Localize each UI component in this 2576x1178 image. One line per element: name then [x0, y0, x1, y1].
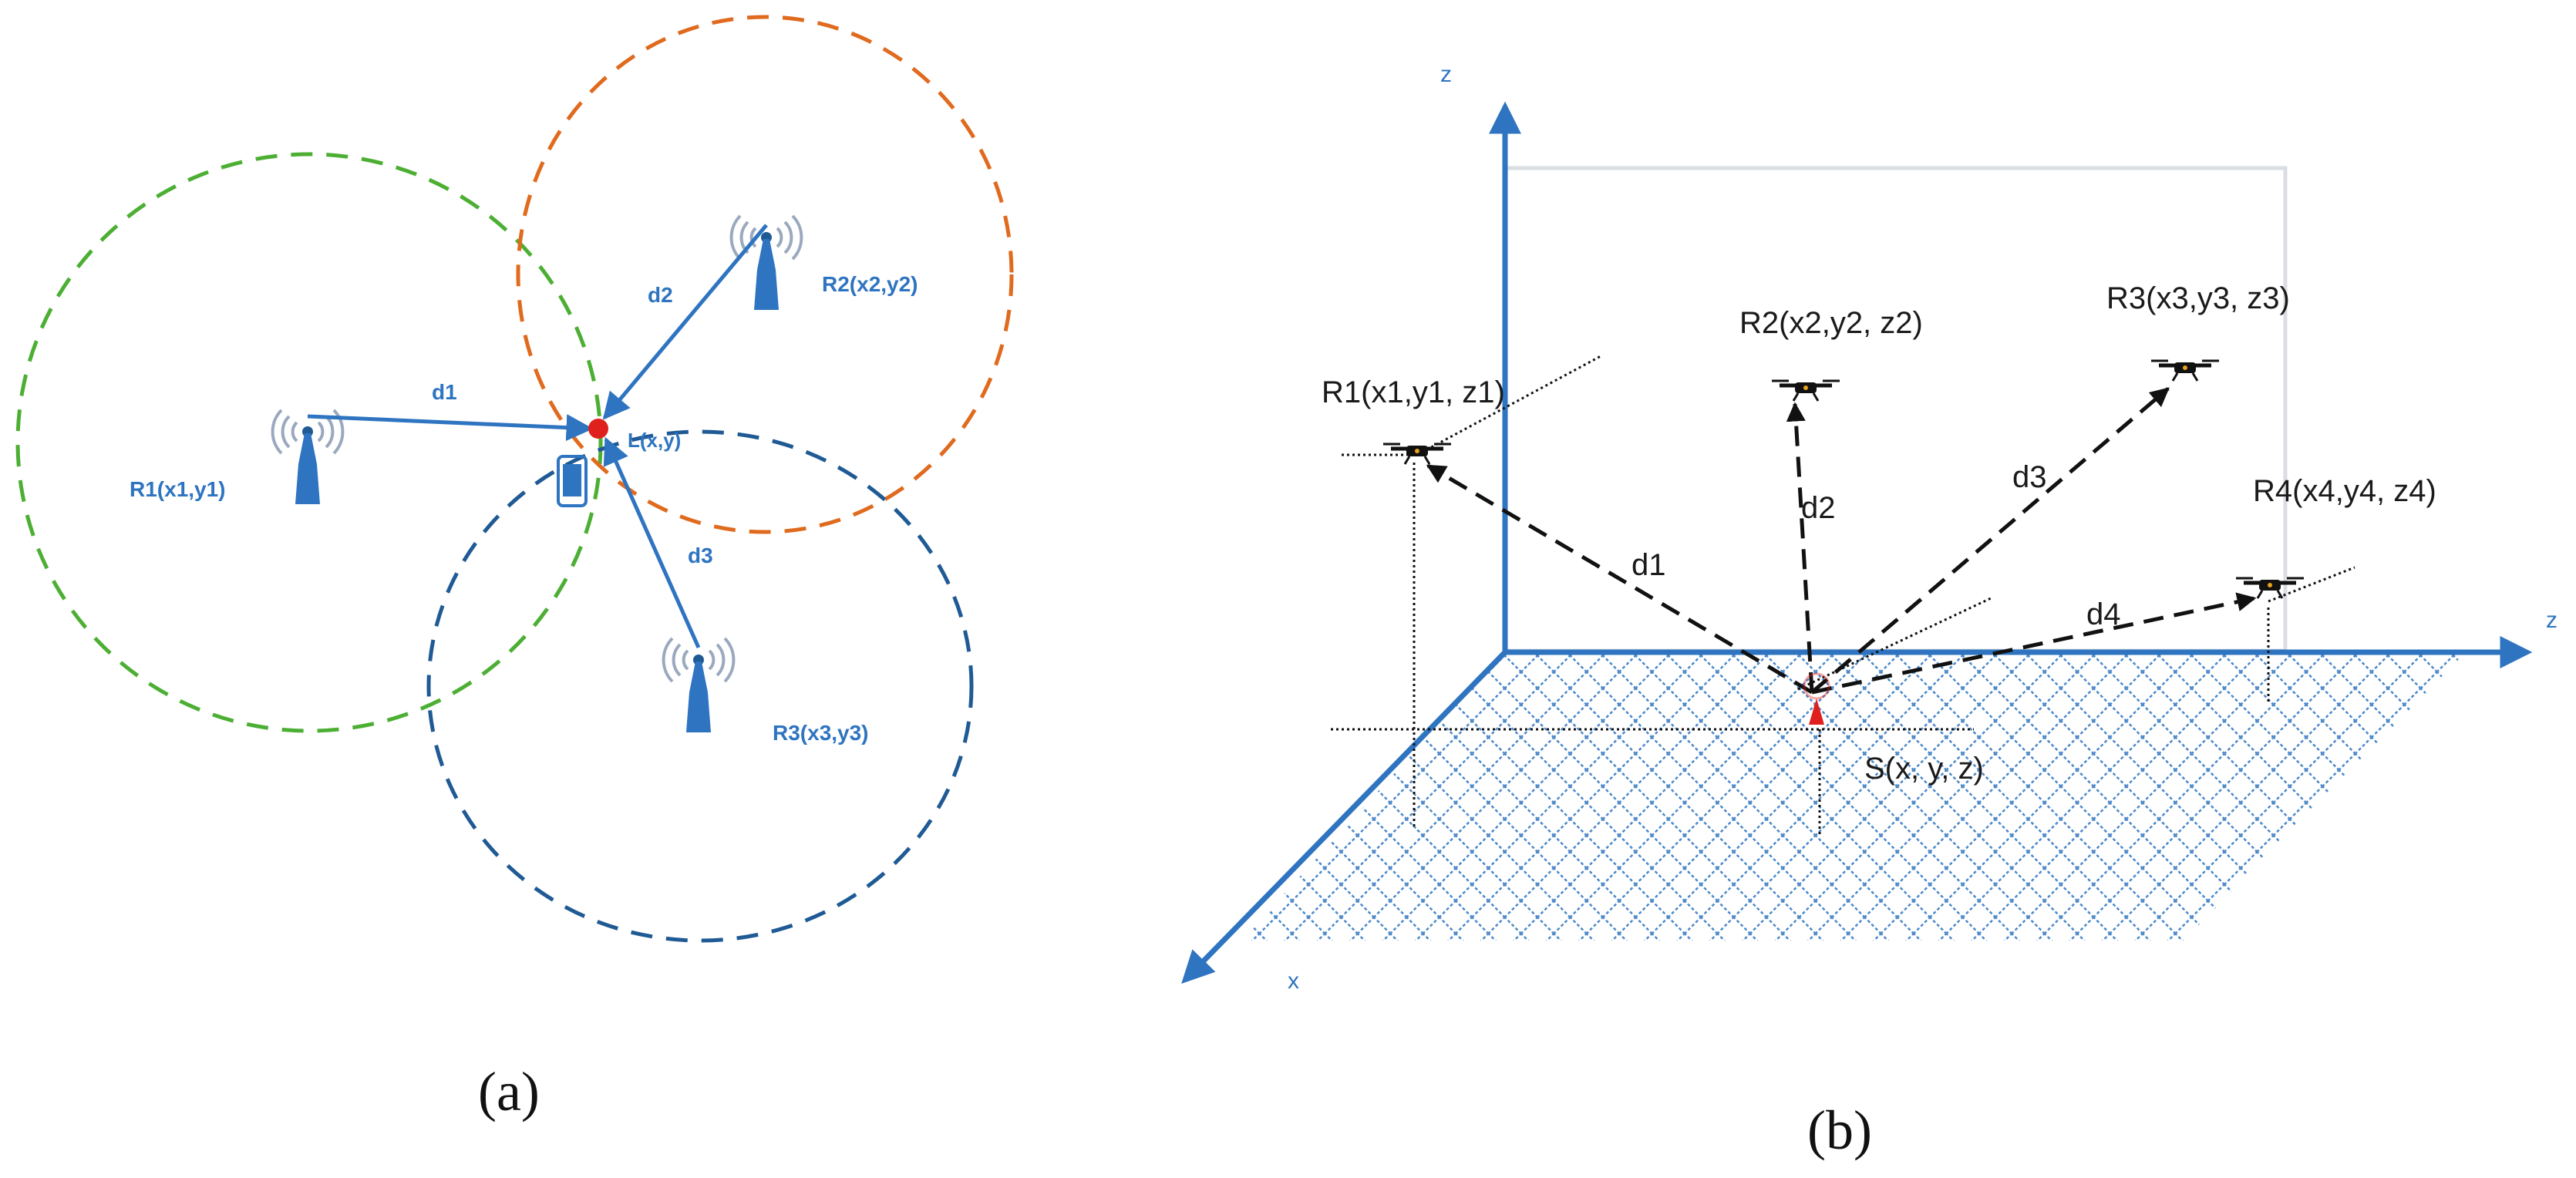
d2-label: d2: [1801, 491, 1836, 525]
d3-label: d3: [688, 544, 713, 567]
source-label: S(x, y, z): [1864, 752, 1984, 786]
r2-label: R2(x2,y2, z2): [1739, 306, 1923, 340]
r4-label: R4(x4,y4, z4): [2253, 474, 2436, 508]
coverage-circle-r2: [516, 15, 1014, 534]
panel-b: z z x R1(x: [1181, 62, 2557, 1161]
drone-r1-icon: [1383, 444, 1451, 464]
caption-a: (a): [478, 1061, 540, 1122]
d4-label: d4: [2086, 597, 2121, 631]
tower-r1-icon: [273, 410, 343, 504]
coverage-circle-r1: [15, 152, 603, 733]
d2-label: d2: [648, 283, 673, 307]
r1-label: R1(x1,y1): [130, 477, 226, 501]
r3-label: R3(x3,y3): [773, 721, 869, 745]
distance-arrow-d2: [602, 224, 768, 420]
floor-mesh: [1241, 652, 2466, 941]
axis-z-horizontal-label: z: [2546, 608, 2557, 633]
caption-b: (b): [1807, 1099, 1872, 1161]
panel-a: d1 d2 d3 L(x,y) R1(x1,y1) R2(x2,y2) R3(x…: [15, 15, 1014, 1122]
r3-label: R3(x3,y3, z3): [2106, 281, 2290, 315]
tower-r2-icon: [732, 216, 802, 310]
distance-arrow-d4: [1811, 592, 2257, 695]
distance-arrow-d1: [1426, 463, 1813, 695]
drone-r2-icon: [1772, 381, 1840, 401]
axis-z-vertical-label: z: [1440, 62, 1452, 87]
d3-label: d3: [2012, 460, 2047, 494]
tower-r3-icon: [664, 638, 734, 732]
r1-label: R1(x1,y1, z1): [1322, 375, 1505, 409]
projection-lines: [1331, 355, 2355, 834]
drone-r4-icon: [2236, 578, 2304, 598]
distance-arrows: [1426, 387, 2257, 695]
d1-label: d1: [1631, 548, 1666, 582]
x-axis: [1181, 650, 1507, 984]
target-label: L(x,y): [628, 429, 681, 452]
drone-r3-icon: [2151, 361, 2219, 381]
smartphone-icon: [557, 455, 588, 507]
distance-arrow-d3: [1810, 387, 2170, 694]
d1-label: d1: [432, 380, 457, 404]
distance-arrow-d3: [603, 436, 701, 649]
coverage-circle-r3: [426, 429, 974, 943]
distance-arrow-d2: [1786, 402, 1814, 693]
axis-x-label: x: [1288, 968, 1299, 994]
distance-arrow-d1: [307, 414, 594, 442]
target-point: [588, 419, 608, 439]
source-marker: [1803, 672, 1830, 725]
r2-label: R2(x2,y2): [822, 272, 918, 296]
